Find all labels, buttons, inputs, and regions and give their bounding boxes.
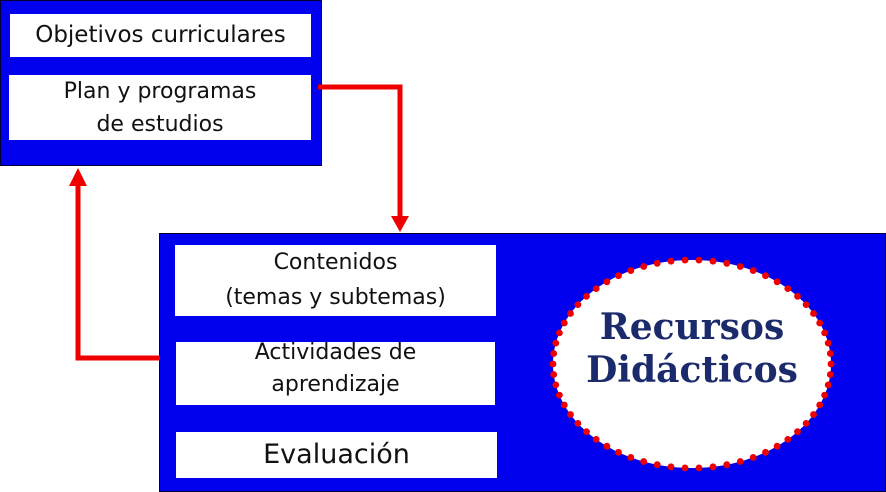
actividades-line-1: Actividades de (254, 342, 417, 366)
actividades-box: Actividades de aprendizaje (176, 342, 495, 405)
ellipse-dot (615, 448, 622, 456)
objetivos-label: Objetivos curriculares (35, 21, 286, 48)
ellipse-dot (615, 272, 622, 280)
ellipse-dot (627, 454, 635, 461)
ellipse-dot (794, 428, 801, 436)
ellipse-dot (592, 436, 600, 443)
arrow-actividades-to-plan (75, 182, 160, 361)
ellipse-dot (560, 319, 568, 327)
recursos-ellipse (553, 260, 831, 468)
ellipse-dot (802, 301, 810, 308)
ellipse-dot (627, 267, 635, 274)
ellipse-dot (640, 458, 648, 465)
objetivos-box: Objetivos curriculares (10, 14, 311, 57)
ellipse-dot (667, 257, 675, 265)
ellipse-dot (821, 391, 828, 399)
ellipse-dot (802, 420, 810, 427)
ellipse-dot (773, 442, 781, 450)
ellipse-dot (762, 448, 769, 456)
contenidos-line-1: Contenidos (273, 250, 398, 276)
ellipse-dot (556, 329, 563, 337)
ellipse-dot (640, 263, 648, 270)
ellipse-dot (681, 256, 689, 264)
arrow-actividades-to-plan-head (69, 168, 87, 186)
plan-line-1: Plan y programas (63, 78, 257, 104)
ellipse-dot (749, 267, 757, 274)
ellipse-dot (583, 428, 590, 436)
recursos-line-2: Didácticos (586, 349, 798, 392)
ellipse-dot (592, 285, 600, 292)
ellipse-dot (723, 259, 731, 267)
ellipse-dot (824, 339, 832, 347)
ellipse-dot (784, 285, 792, 292)
ellipse-dot (567, 411, 574, 418)
recursos-ellipse-dots (549, 256, 835, 472)
evaluacion-box: Evaluación (176, 432, 497, 478)
ellipse-dot (794, 292, 801, 300)
ellipse-dot (550, 371, 558, 378)
ellipse-dot (736, 458, 744, 465)
plan-line-2: de estudios (96, 111, 224, 137)
ellipse-dot (736, 263, 744, 270)
ellipse-dot (810, 411, 817, 418)
ellipse-dot (709, 463, 717, 471)
ellipse-dot (549, 360, 557, 368)
ellipse-dot (816, 319, 824, 327)
ellipse-dot (560, 401, 568, 409)
actividades-line-2: aprendizaje (271, 372, 400, 398)
ellipse-dot (824, 381, 832, 389)
ellipse-dot (762, 272, 769, 280)
ellipse-dot (827, 360, 835, 368)
ellipse-dot (574, 420, 582, 427)
ellipse-dot (784, 436, 792, 443)
ellipse-dot (709, 257, 717, 265)
ellipse-dot (826, 350, 834, 357)
ellipse-dot (773, 278, 781, 286)
ellipse-dot (723, 461, 731, 469)
ellipse-dot (583, 292, 590, 300)
contenidos-line-2: (temas y subtemas) (225, 284, 446, 310)
ellipse-dot (821, 329, 828, 337)
ellipse-dot (749, 454, 757, 461)
ellipse-dot (556, 391, 563, 399)
ellipse-dot (653, 259, 661, 267)
ellipse-dot (695, 464, 703, 472)
ellipse-dot (603, 442, 611, 450)
evaluacion-label: Evaluación (263, 438, 410, 470)
ellipse-dot (681, 464, 689, 472)
ellipse-dot (567, 310, 574, 317)
plan-programas-box: Plan y programas de estudios (9, 75, 311, 140)
ellipse-dot (653, 461, 661, 469)
ellipse-dot (810, 310, 817, 317)
ellipse-dot (552, 381, 560, 389)
arrow-plan-to-contenidos (318, 84, 403, 222)
contenidos-box: Contenidos (temas y subtemas) (175, 245, 496, 316)
ellipse-dot (695, 256, 703, 264)
ellipse-dot (667, 463, 675, 471)
recursos-didacticos-label: Recursos Didácticos (552, 306, 832, 392)
ellipse-dot (816, 401, 824, 409)
arrow-plan-to-contenidos-head (391, 216, 409, 232)
ellipse-dot (603, 278, 611, 286)
ellipse-dot (574, 301, 582, 308)
recursos-line-1: Recursos (599, 306, 785, 348)
ellipse-dot (826, 371, 834, 378)
ellipse-dot (552, 339, 560, 347)
ellipse-dot (550, 350, 558, 357)
